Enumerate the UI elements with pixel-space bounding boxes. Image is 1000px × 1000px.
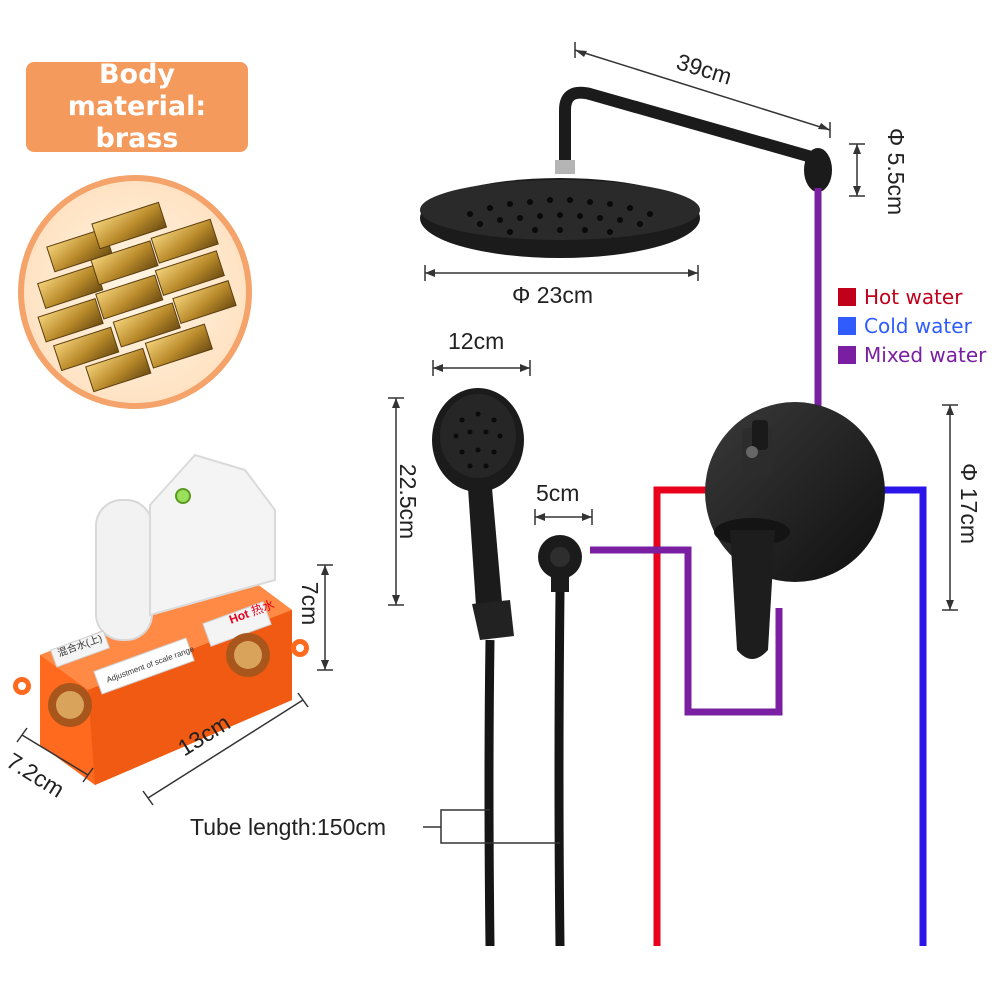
material-badge-line1: Body material: [67, 59, 207, 122]
brass-bars-image [18, 175, 252, 409]
shower-hose [484, 591, 565, 947]
water-legend: Hot water Cold water Mixed water [838, 282, 986, 369]
hand-shower [432, 388, 524, 640]
mixed-water-swatch [838, 345, 856, 364]
outlet-offset-label: 5cm [536, 480, 580, 506]
valve-box [13, 453, 309, 785]
water-pipes [590, 188, 927, 946]
mixer-valve-plate [705, 402, 885, 659]
handshower-width-label: 12cm [448, 328, 505, 354]
hot-water-swatch [838, 287, 856, 306]
tube-length-label: Tube length:150cm [190, 814, 387, 840]
legend-item-hot: Hot water [838, 282, 986, 311]
dimension-arrowheads [321, 50, 954, 670]
showerhead-diameter-label: Φ 23cm [512, 282, 593, 308]
shower-arm [555, 86, 832, 192]
legend-item-cold: Cold water [838, 311, 986, 340]
wall-outlet [538, 535, 582, 592]
plate-diameter-label: Φ 17cm [955, 463, 982, 544]
cold-water-swatch [838, 316, 856, 335]
legend-item-mixed: Mixed water [838, 340, 986, 369]
arm-diameter-label: Φ 5.5cm [883, 127, 910, 216]
box-height-label: 7cm [297, 581, 324, 626]
rain-showerhead [420, 178, 700, 258]
material-badge-line2: brass [95, 123, 179, 154]
mixed-water-label: Mixed water [864, 342, 987, 367]
cold-water-label: Cold water [864, 313, 972, 338]
handshower-height-label: 22.5cm [395, 463, 422, 540]
hot-water-label: Hot water [864, 284, 963, 309]
material-badge: Body material: brass [26, 59, 248, 154]
